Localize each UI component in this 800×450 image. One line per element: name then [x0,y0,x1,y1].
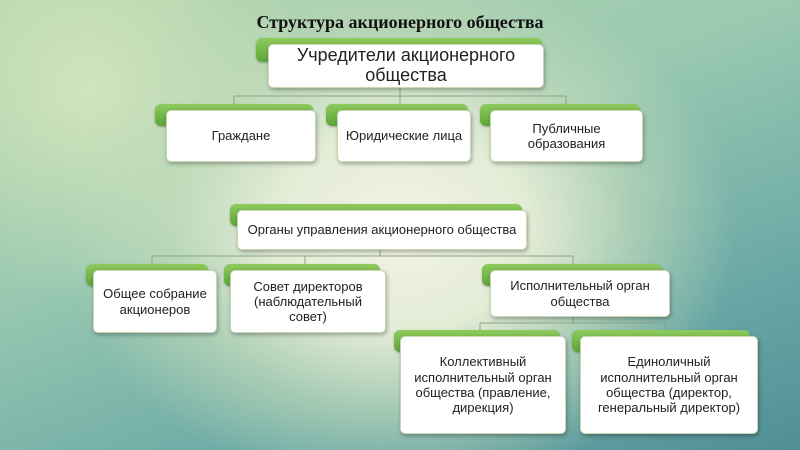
node-citizens-box: Граждане [166,110,316,162]
node-shareholders-meeting-box: Общее собрание акционеров [93,270,217,333]
node-executive-body-box: Исполнительный орган общества [490,270,670,317]
node-board-of-directors-box: Совет директоров (наблюдательный совет) [230,270,386,333]
node-sole-executive-box: Единоличный исполнительный орган обществ… [580,336,758,434]
node-legal-entities-box: Юридические лица [337,110,471,162]
connector-exec [479,317,666,330]
root-governance-box: Органы управления акционерного общества [237,210,527,250]
node-collective-executive-box: Коллективный исполнительный орган общест… [400,336,566,434]
page-title: Структура акционерного общества [256,12,544,32]
node-public-entities-box: Публичные образования [490,110,643,162]
root-founders-box: Учредители акционерного общества [268,44,544,88]
connector-bottom [151,250,574,264]
connector-top [233,88,567,104]
